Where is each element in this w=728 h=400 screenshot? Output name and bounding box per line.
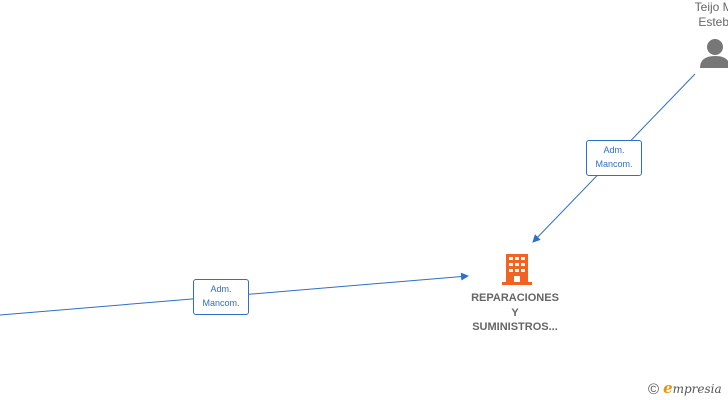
brand-watermark: ©empresia — [648, 379, 722, 399]
person-name[interactable]: Teijo Mo Esteba — [662, 0, 728, 30]
person-icon[interactable] — [700, 39, 728, 68]
company-name-line2: Y — [511, 306, 519, 319]
relation-label-line2: Mancom. — [595, 159, 633, 169]
relation-label-left-company[interactable]: Adm. Mancom. — [193, 279, 249, 315]
company-name-line1: REPARACIONES — [471, 292, 559, 304]
relation-label-line1: Adm. — [210, 284, 232, 294]
relation-label-line2: Mancom. — [202, 298, 240, 308]
company-name-line3: SUMINISTROS... — [472, 321, 558, 333]
brand-logo-initial: e — [663, 379, 673, 397]
company-building-icon[interactable] — [502, 254, 532, 285]
relation-label-person-company[interactable]: Adm. Mancom. — [586, 140, 642, 176]
person-name-line1: Teijo Mo — [694, 0, 728, 14]
relation-label-line1: Adm. — [603, 145, 625, 155]
company-name[interactable]: REPARACIONES Y SUMINISTROS... — [455, 291, 575, 335]
person-name-line2: Esteba — [698, 15, 728, 29]
brand-logo-text: mpresia — [672, 382, 722, 396]
copyright-icon: © — [648, 381, 660, 399]
